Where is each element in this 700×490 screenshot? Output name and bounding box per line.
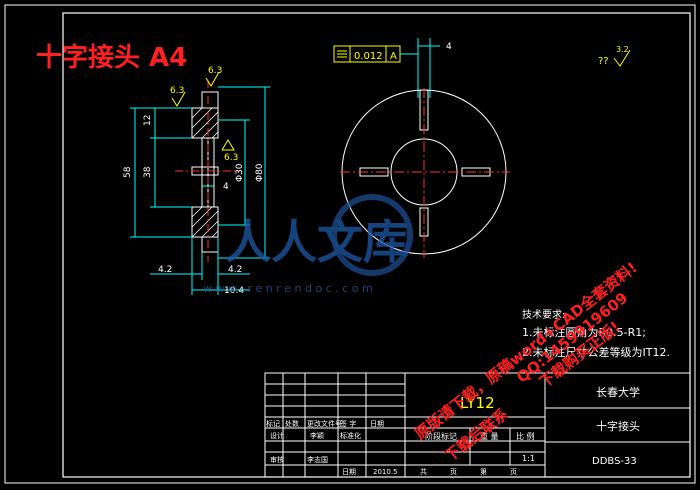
svg-text:2010.5: 2010.5: [373, 468, 398, 476]
svg-text:日期: 日期: [370, 420, 384, 428]
material: LY12: [460, 394, 495, 412]
svg-text:人人文库: 人人文库: [225, 215, 409, 269]
dim-4-2-right: 4.2: [228, 265, 242, 275]
weight-header: 重 量: [480, 431, 499, 441]
technical-requirements: 技术要求: 1.未标注圆角为R0.5-R1; 2.未标注尺寸公差等级为IT12.: [522, 308, 670, 359]
svg-text:签 字: 签 字: [340, 419, 356, 428]
svg-text:第: 第: [480, 467, 487, 476]
svg-text:共: 共: [420, 467, 427, 476]
school-name: 长春大学: [596, 385, 640, 399]
svg-text:6.3: 6.3: [224, 153, 238, 163]
svg-text:李颖: 李颖: [310, 431, 324, 440]
dim-phi30: Φ30: [235, 163, 245, 182]
watermark-logo: 人人文库 w w w . r e n r e n d o c . c o m: [203, 194, 413, 295]
roughness-top: 6.3: [205, 66, 222, 87]
svg-text:3.2: 3.2: [616, 45, 629, 54]
general-roughness-symbol: ?? 3.2: [598, 45, 631, 67]
svg-text:日期: 日期: [342, 468, 356, 476]
dim-10-4: 10.4: [224, 286, 244, 296]
dim-58: 58: [123, 166, 133, 178]
stage-marker-header: 阶段标记: [425, 431, 457, 441]
flatness-datum: A: [390, 51, 397, 62]
svg-text:页: 页: [450, 468, 457, 476]
scale-header: 比 例: [516, 431, 535, 441]
dim-4-2-left: 4.2: [158, 265, 172, 275]
part-name: 十字接头: [596, 419, 640, 433]
dim-12: 12: [143, 115, 153, 126]
bottom-dimensions: [150, 237, 250, 295]
svg-text:李志国: 李志国: [307, 455, 328, 464]
roughness-slot: 6.3: [221, 139, 238, 163]
svg-text:标准化: 标准化: [340, 431, 361, 440]
svg-text:设计: 设计: [270, 431, 284, 440]
svg-text:更改文件号: 更改文件号: [307, 419, 342, 428]
svg-text:6.3: 6.3: [208, 66, 222, 76]
title-block: [264, 372, 691, 478]
svg-text:审核: 审核: [270, 455, 284, 464]
tech-item-2: 2.未标注尺寸公差等级为IT12.: [522, 345, 670, 359]
svg-text:6.3: 6.3: [170, 86, 184, 96]
svg-text:页: 页: [510, 468, 517, 476]
dim-phi80: Φ80: [255, 163, 265, 182]
tech-heading: 技术要求:: [522, 308, 565, 321]
flatness-tolerance-frame: 0.012 A: [333, 45, 418, 63]
roughness-left: 6.3: [170, 86, 186, 107]
drawing-number: DDBS-33: [592, 456, 637, 467]
tech-item-1: 1.未标注圆角为R0.5-R1;: [522, 325, 646, 339]
right-dimensions: [218, 86, 270, 259]
outer-border: [4, 4, 696, 484]
sheet-title: 十字接头 A4: [36, 42, 187, 73]
slot-width-dimension: 4: [417, 38, 452, 98]
svg-text:??: ??: [598, 56, 609, 67]
plan-view: [340, 88, 510, 258]
scale-value: 1:1: [522, 454, 535, 463]
svg-text:4: 4: [446, 42, 452, 52]
flatness-value: 0.012: [354, 51, 383, 62]
section-view: [175, 80, 240, 262]
left-dimensions: [130, 107, 192, 238]
dim-38: 38: [143, 166, 153, 178]
svg-text:标记: 标记: [266, 419, 280, 428]
center-gap-dimension: 4: [202, 182, 229, 192]
svg-text:w w w . r e n r e n d o c . c: w w w . r e n r e n d o c . c o m: [203, 282, 373, 295]
svg-text:处数: 处数: [285, 419, 299, 428]
svg-text:4: 4: [223, 182, 229, 192]
